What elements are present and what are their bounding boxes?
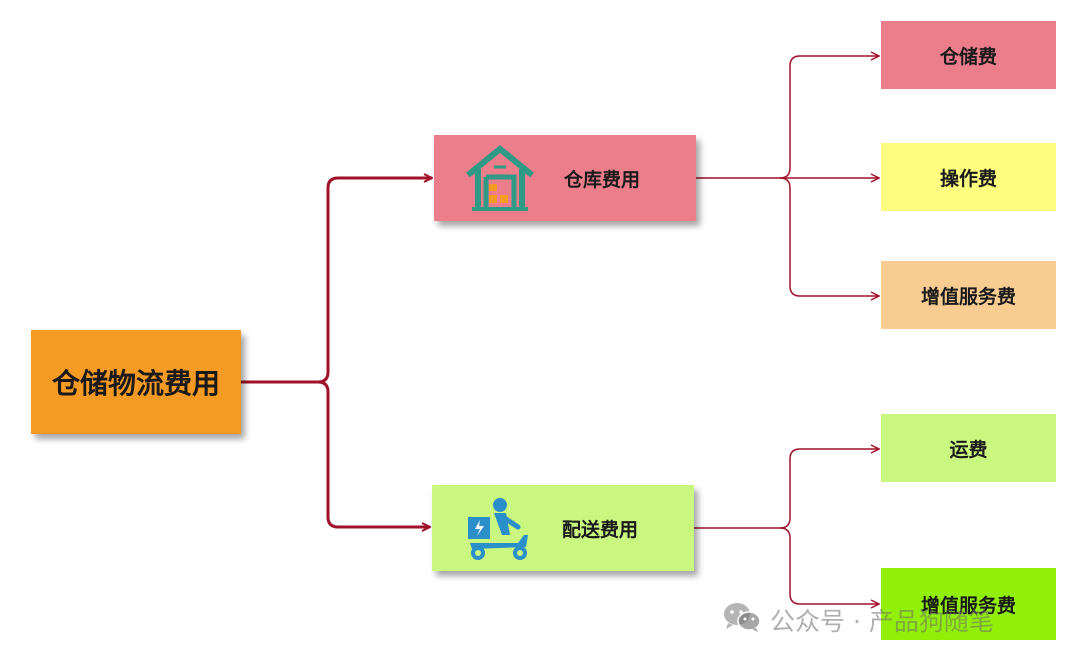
watermark: 公众号 · 产品狗随笔 — [722, 600, 994, 640]
branch-warehouse-costs: 仓库费用 — [434, 135, 696, 221]
connector-delivery-freight — [694, 449, 879, 529]
watermark-text: 公众号 · 产品狗随笔 — [770, 607, 994, 636]
leaf-storage-fee: 仓储费 — [881, 21, 1056, 89]
leaf-delivery-value-added-service-fee: 增值服务费 — [881, 568, 1056, 640]
connector-warehouse-vas — [779, 177, 879, 296]
leaf-label: 操作费 — [939, 167, 997, 190]
leaf-label: 增值服务费 — [920, 285, 1016, 308]
branch-delivery-costs: 配送费用 — [432, 485, 694, 571]
wechat-icon — [722, 601, 762, 639]
delivery-scooter-icon — [462, 493, 534, 563]
warehouse-icon — [464, 143, 536, 213]
leaf-freight-fee: 运费 — [881, 414, 1056, 482]
leaf-label: 增值服务费 — [920, 594, 1016, 617]
leaf-operation-fee: 操作费 — [881, 143, 1056, 211]
connector-warehouse-storage — [696, 56, 879, 179]
branch-warehouse-label: 仓库费用 — [564, 168, 641, 191]
connector-root-delivery — [317, 380, 430, 527]
branch-delivery-label: 配送费用 — [562, 518, 639, 541]
leaf-label: 仓储费 — [939, 45, 997, 68]
leaf-label: 运费 — [949, 438, 988, 461]
root-node: 仓储物流费用 — [31, 330, 241, 434]
connector-delivery-vas — [779, 527, 879, 604]
leaf-value-added-service-fee: 增值服务费 — [881, 261, 1056, 329]
connector-root-warehouse — [241, 178, 432, 384]
root-label: 仓储物流费用 — [51, 367, 220, 400]
